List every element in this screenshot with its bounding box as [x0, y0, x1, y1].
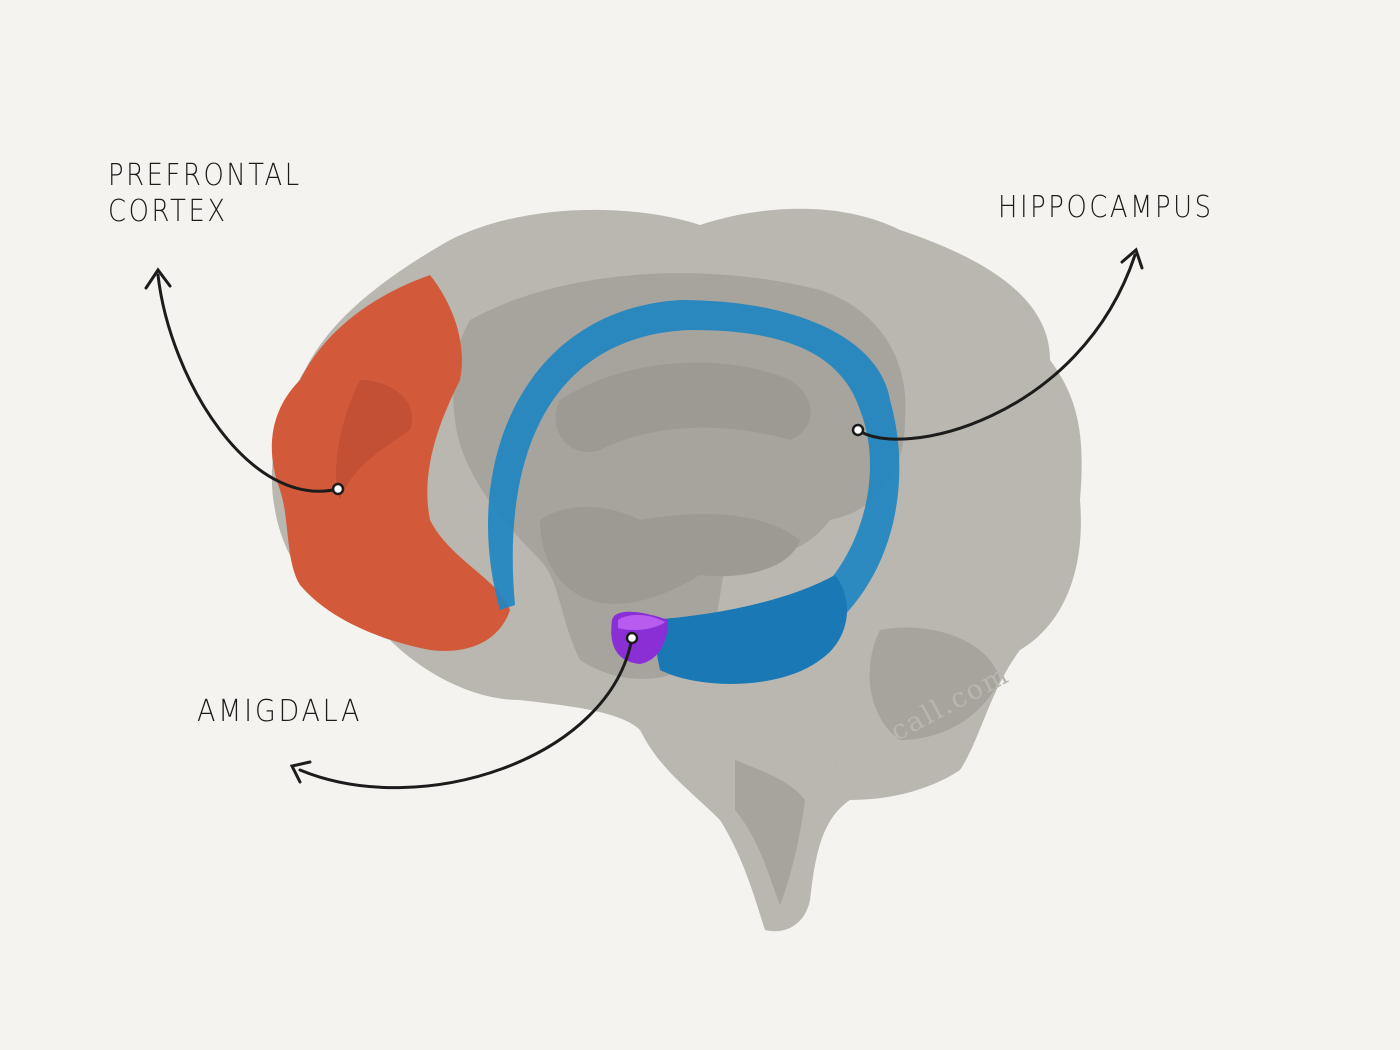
prefrontal-label-line2: CORTEX [108, 194, 302, 230]
prefrontal-label-line1: PREFRONTAL [108, 158, 302, 194]
amygdala-label: AMIGDALA [197, 694, 362, 730]
prefrontal-marker-dot [333, 484, 343, 494]
hippocampus-label: HIPPOCAMPUS [998, 190, 1214, 226]
prefrontal-cortex-label: PREFRONTAL CORTEX [108, 158, 302, 230]
amygdala-marker-dot [627, 633, 637, 643]
hippocampus-marker-dot [853, 425, 863, 435]
